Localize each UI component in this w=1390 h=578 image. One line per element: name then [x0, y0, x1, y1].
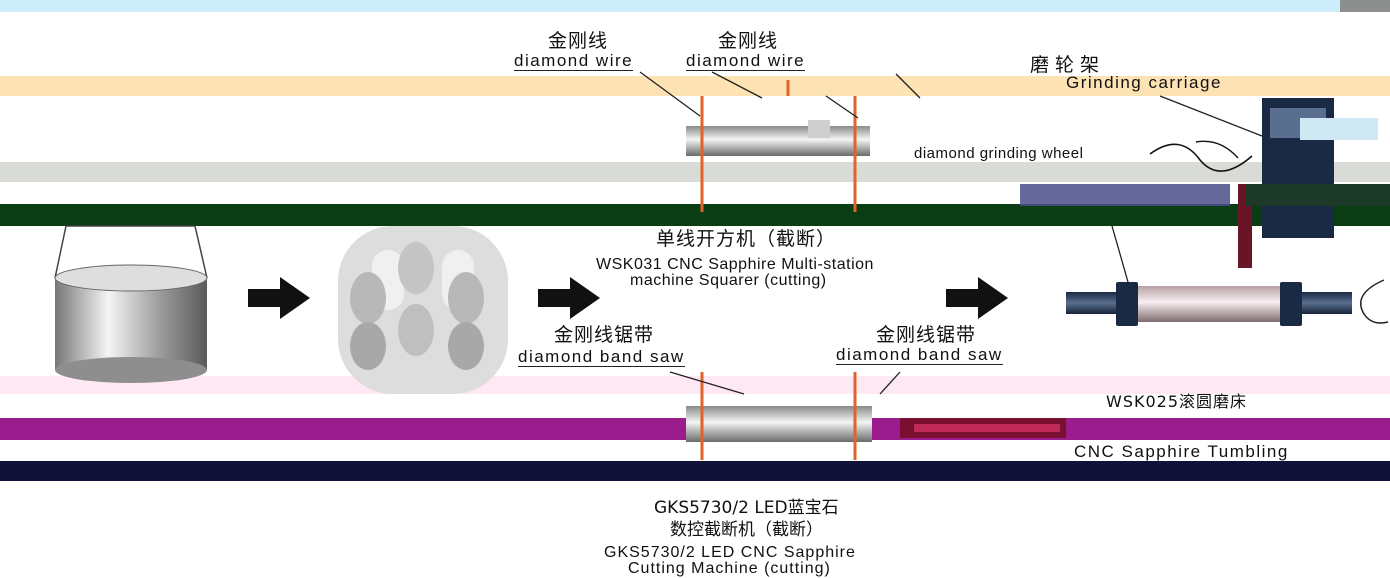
- cutting-machine-en-line1: GKS5730/2 LED CNC Sapphire: [604, 544, 856, 561]
- wire-left-zh-label: 金刚线: [548, 30, 609, 52]
- arrow-3-icon: [946, 277, 1008, 319]
- squaring-rod-image: [686, 80, 870, 212]
- grey-band: [0, 162, 1390, 182]
- tumbling-zh-label: WSK025滚圆磨床: [1106, 392, 1248, 411]
- cored-block-image: [338, 226, 508, 394]
- grinding-carriage-image: [1020, 98, 1390, 268]
- cutting-rod-image: [686, 372, 1066, 460]
- band-saw-right-en-label: diamond band saw: [836, 345, 1003, 365]
- wire-right-zh-label: 金刚线: [718, 30, 779, 52]
- arrow-1-icon: [248, 277, 310, 319]
- arrow-2-icon: [538, 277, 600, 319]
- tumbling-rod-image: [1066, 279, 1389, 326]
- squarer-zh-label: 单线开方机（截断）: [656, 228, 837, 250]
- boule-image: [54, 225, 208, 383]
- cutting-machine-zh-line1: GKS5730/2 LED蓝宝石: [654, 498, 839, 518]
- cutting-machine-en-line2: Cutting Machine (cutting): [628, 560, 831, 577]
- squarer-en-line2: machine Squarer (cutting): [630, 272, 827, 289]
- pink-band: [0, 376, 1390, 394]
- corner-block: [1340, 0, 1390, 12]
- wire-right-en-label: diamond wire: [686, 51, 806, 71]
- cutting-machine-zh-line2: 数控截断机（截断）: [670, 520, 823, 540]
- navy-band: [0, 461, 1390, 481]
- wire-left-en-label: diamond wire: [514, 51, 634, 71]
- band-saw-right-zh-label: 金刚线锯带: [876, 324, 977, 346]
- grinding-carriage-en-label: Grinding carriage: [1066, 73, 1222, 92]
- band-saw-left-en-label: diamond band saw: [518, 347, 685, 367]
- band-saw-left-zh-label: 金刚线锯带: [554, 324, 655, 346]
- grinding-wheel-label: diamond grinding wheel: [914, 145, 1084, 162]
- squarer-en-line1: WSK031 CNC Sapphire Multi-station: [596, 256, 874, 273]
- tumbling-en-label: CNC Sapphire Tumbling: [1074, 442, 1289, 461]
- green-band: [0, 204, 1390, 226]
- cream-band: [0, 76, 1390, 96]
- grinding-carriage-zh-label: 磨轮架: [1030, 54, 1106, 76]
- top-band: [0, 0, 1390, 12]
- leader-lines: [639, 71, 1263, 395]
